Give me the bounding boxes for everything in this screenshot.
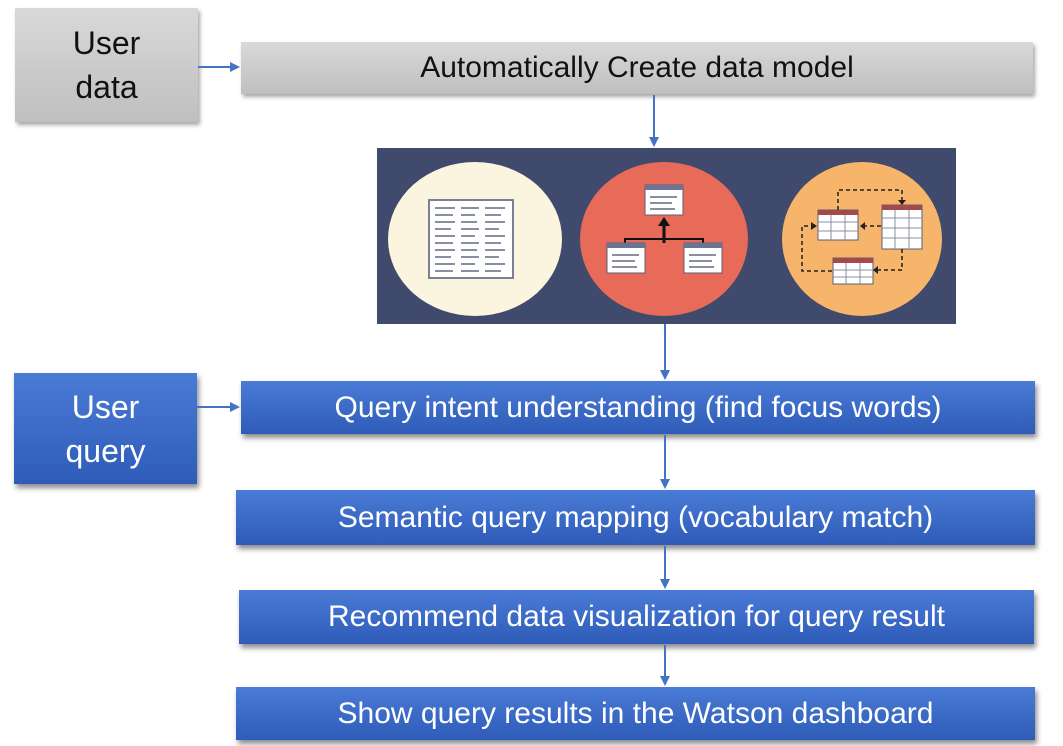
hierarchy-icon — [580, 162, 748, 316]
create-data-model-box: Automatically Create data model — [241, 42, 1033, 94]
show-results-step: Show query results in the Watson dashboa… — [236, 687, 1035, 740]
semantic-mapping-step: Semantic query mapping (vocabulary match… — [236, 490, 1035, 545]
data-model-illustration — [377, 148, 956, 324]
table-icon — [388, 162, 562, 316]
query-intent-step: Query intent understanding (find focus w… — [241, 381, 1035, 434]
user-query-box: User query — [14, 373, 197, 484]
recommend-visualization-step: Recommend data visualization for query r… — [239, 590, 1034, 644]
user-data-box: User data — [15, 8, 198, 122]
relations-icon — [782, 162, 942, 316]
